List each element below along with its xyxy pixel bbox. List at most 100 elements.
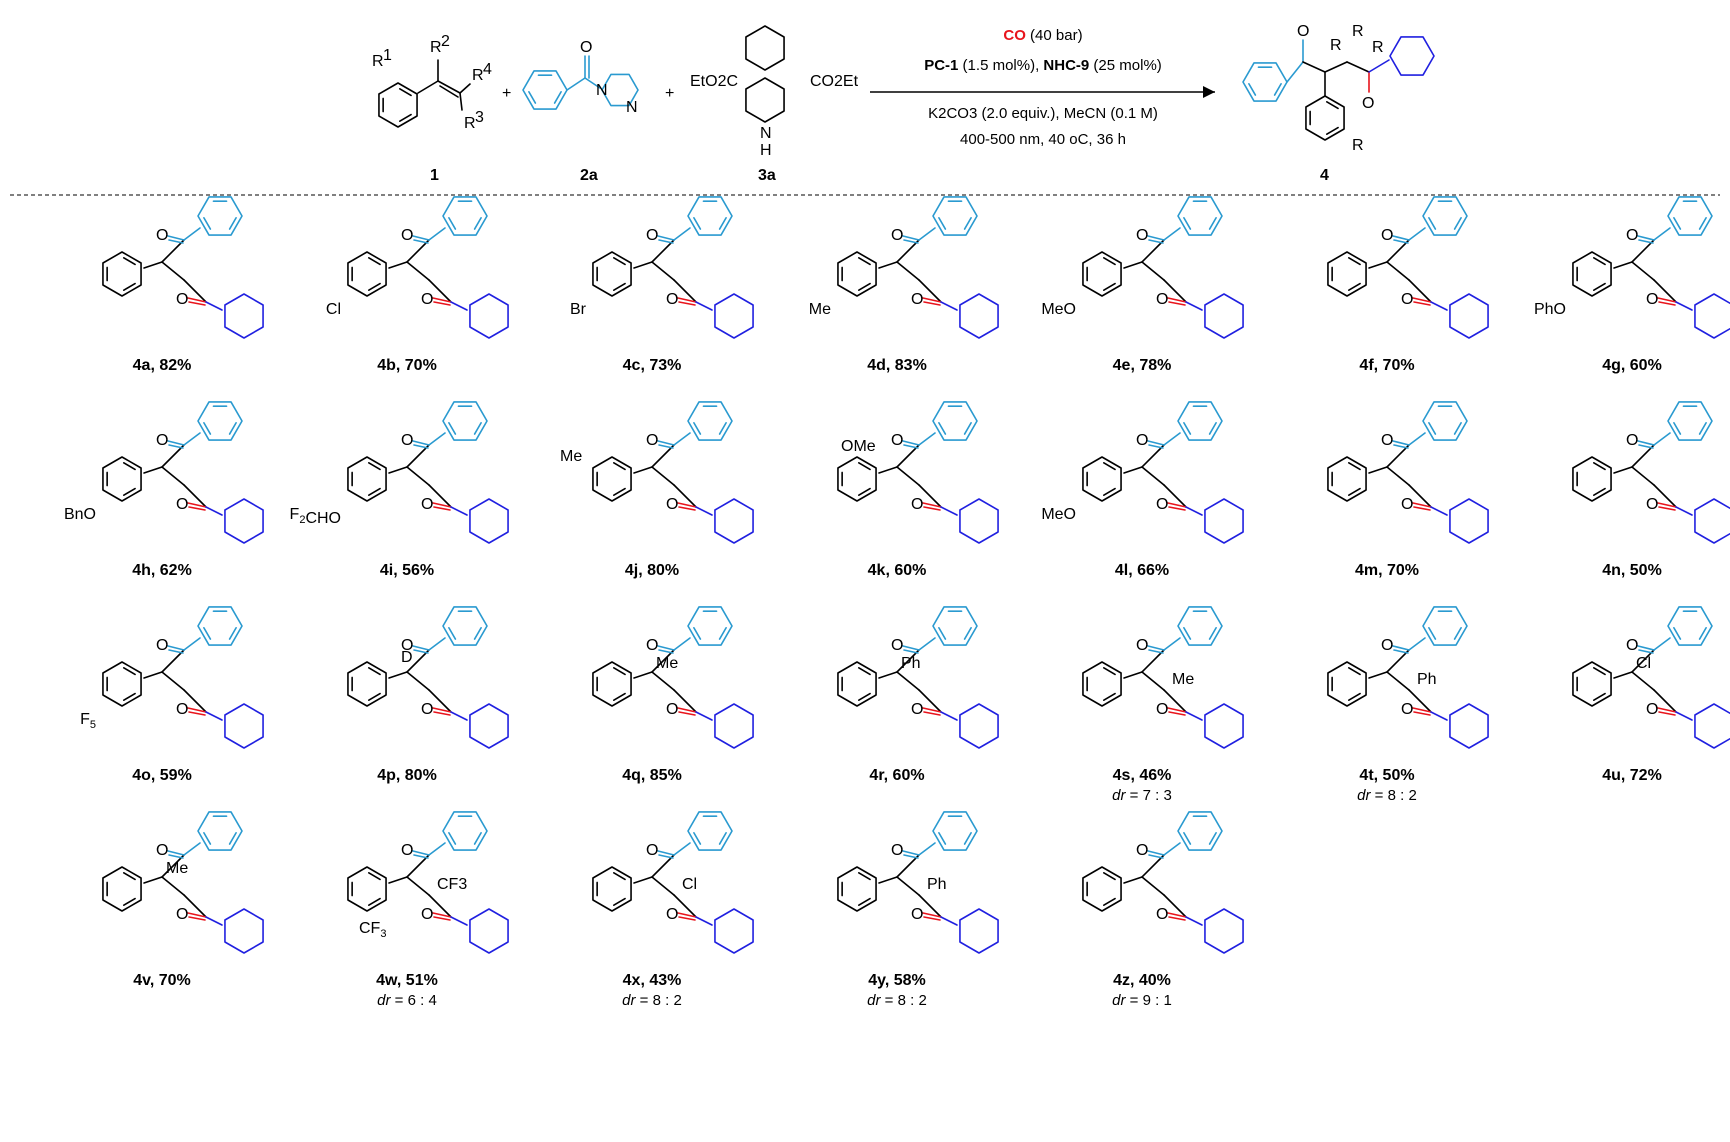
bond	[651, 466, 675, 486]
product-caption: 4y, 58%	[868, 972, 926, 989]
bond	[428, 894, 452, 918]
substituent-label: Cl	[682, 876, 697, 893]
carbonyl-bond	[1413, 711, 1431, 716]
arrowhead	[1203, 86, 1215, 98]
product-caption: 4c, 73%	[623, 357, 682, 374]
carbonyl-bond	[1638, 239, 1654, 244]
plus-sign: +	[502, 85, 511, 102]
product-caption: 4z, 40%	[1113, 972, 1171, 989]
product-caption: 4v, 70%	[133, 972, 191, 989]
aromatic-bond	[1183, 831, 1192, 845]
bond	[633, 671, 653, 679]
oxygen-atom: O	[646, 227, 658, 244]
bond	[651, 671, 675, 691]
bond	[205, 301, 223, 311]
benzoyl-ring	[197, 811, 243, 851]
r3-label: R	[464, 115, 476, 132]
bond	[1368, 671, 1388, 679]
aromatic-bond	[473, 216, 482, 230]
oxygen-atom: O	[1381, 227, 1393, 244]
aryl-ring	[102, 456, 142, 502]
condition-line-4: 400-500 nm, 40 oC, 36 h	[960, 131, 1126, 148]
bond	[651, 854, 675, 878]
oxygen-atom: O	[666, 496, 678, 513]
bond	[1430, 301, 1448, 311]
bond	[584, 77, 601, 89]
aromatic-bond	[718, 216, 727, 230]
bond	[183, 894, 207, 918]
aromatic-bond	[122, 462, 136, 471]
bond	[406, 261, 430, 281]
aromatic-bond	[553, 90, 562, 104]
oxygen-atom: O	[1646, 701, 1658, 718]
benzoyl-ring	[1422, 606, 1468, 646]
aryl-ring	[592, 251, 632, 297]
aromatic-bond	[1183, 421, 1192, 435]
aromatic-bond	[938, 831, 947, 845]
product-caption: 4p, 80%	[377, 767, 437, 784]
product-caption: 4r, 60%	[869, 767, 924, 784]
product-caption: 4m, 70%	[1355, 562, 1419, 579]
aromatic-bond	[1592, 692, 1606, 701]
aromatic-bond	[1673, 626, 1682, 640]
label-part: F	[80, 711, 90, 728]
aromatic-bond	[1208, 831, 1217, 845]
label-part: 5	[90, 719, 96, 731]
substituent-label: F2CHO	[290, 506, 341, 527]
bond	[633, 466, 653, 474]
bond	[1386, 671, 1410, 691]
oxygen-atom: O	[646, 842, 658, 859]
aromatic-bond	[473, 831, 482, 845]
aromatic-bond	[857, 462, 871, 471]
bond	[896, 239, 920, 263]
substituent-label: Cl	[326, 301, 341, 318]
bond	[1631, 649, 1655, 673]
carbonyl-bond	[167, 440, 185, 446]
aromatic-bond	[1102, 257, 1116, 266]
bond	[1185, 301, 1203, 311]
aromatic-bond	[1347, 257, 1361, 266]
aromatic-bond	[718, 831, 727, 845]
aryl-ring	[1327, 251, 1367, 297]
carbonyl-bond	[677, 297, 697, 303]
dr-label: dr	[1112, 992, 1126, 1009]
aromatic-bond	[1183, 626, 1192, 640]
substituent-label: Ph	[1417, 671, 1437, 688]
carbonyl-bond	[677, 502, 697, 508]
benzoyl-ring	[687, 606, 733, 646]
dr-value: = 8 : 2	[1371, 787, 1417, 804]
aromatic-bond	[1698, 421, 1707, 435]
product-caption: 4f, 70%	[1359, 357, 1414, 374]
product-caption: 4t, 50%	[1359, 767, 1414, 784]
carbonyl-bond	[412, 235, 430, 241]
benzoyl-ring	[442, 606, 488, 646]
bond	[183, 227, 201, 241]
product-caption: 4e, 78%	[1113, 357, 1172, 374]
aromatic-bond	[122, 282, 136, 291]
aromatic-bond	[1347, 282, 1361, 291]
carbonyl-bond	[902, 235, 920, 241]
bond	[428, 432, 446, 446]
cyclohexyl-ring	[224, 908, 264, 954]
substituent-label: Ph	[901, 655, 921, 672]
n-atom: N	[596, 82, 608, 99]
dr-label: dr	[1357, 787, 1371, 804]
aromatic-bond	[1102, 667, 1116, 676]
imidazole-ring	[601, 73, 639, 107]
cyclohexyl-ring	[224, 703, 264, 749]
aromatic-bond	[1428, 421, 1437, 435]
carbonyl-bond	[1392, 440, 1410, 446]
product-caption: 4b, 70%	[377, 357, 437, 374]
bond	[896, 444, 920, 468]
aromatic-bond	[1208, 626, 1217, 640]
label-part: BnO	[64, 506, 96, 523]
oxygen-atom: O	[911, 906, 923, 923]
bond	[450, 301, 468, 311]
carbonyl-bond	[413, 239, 429, 244]
benzoyl-ring	[932, 811, 978, 851]
aromatic-bond	[612, 692, 626, 701]
